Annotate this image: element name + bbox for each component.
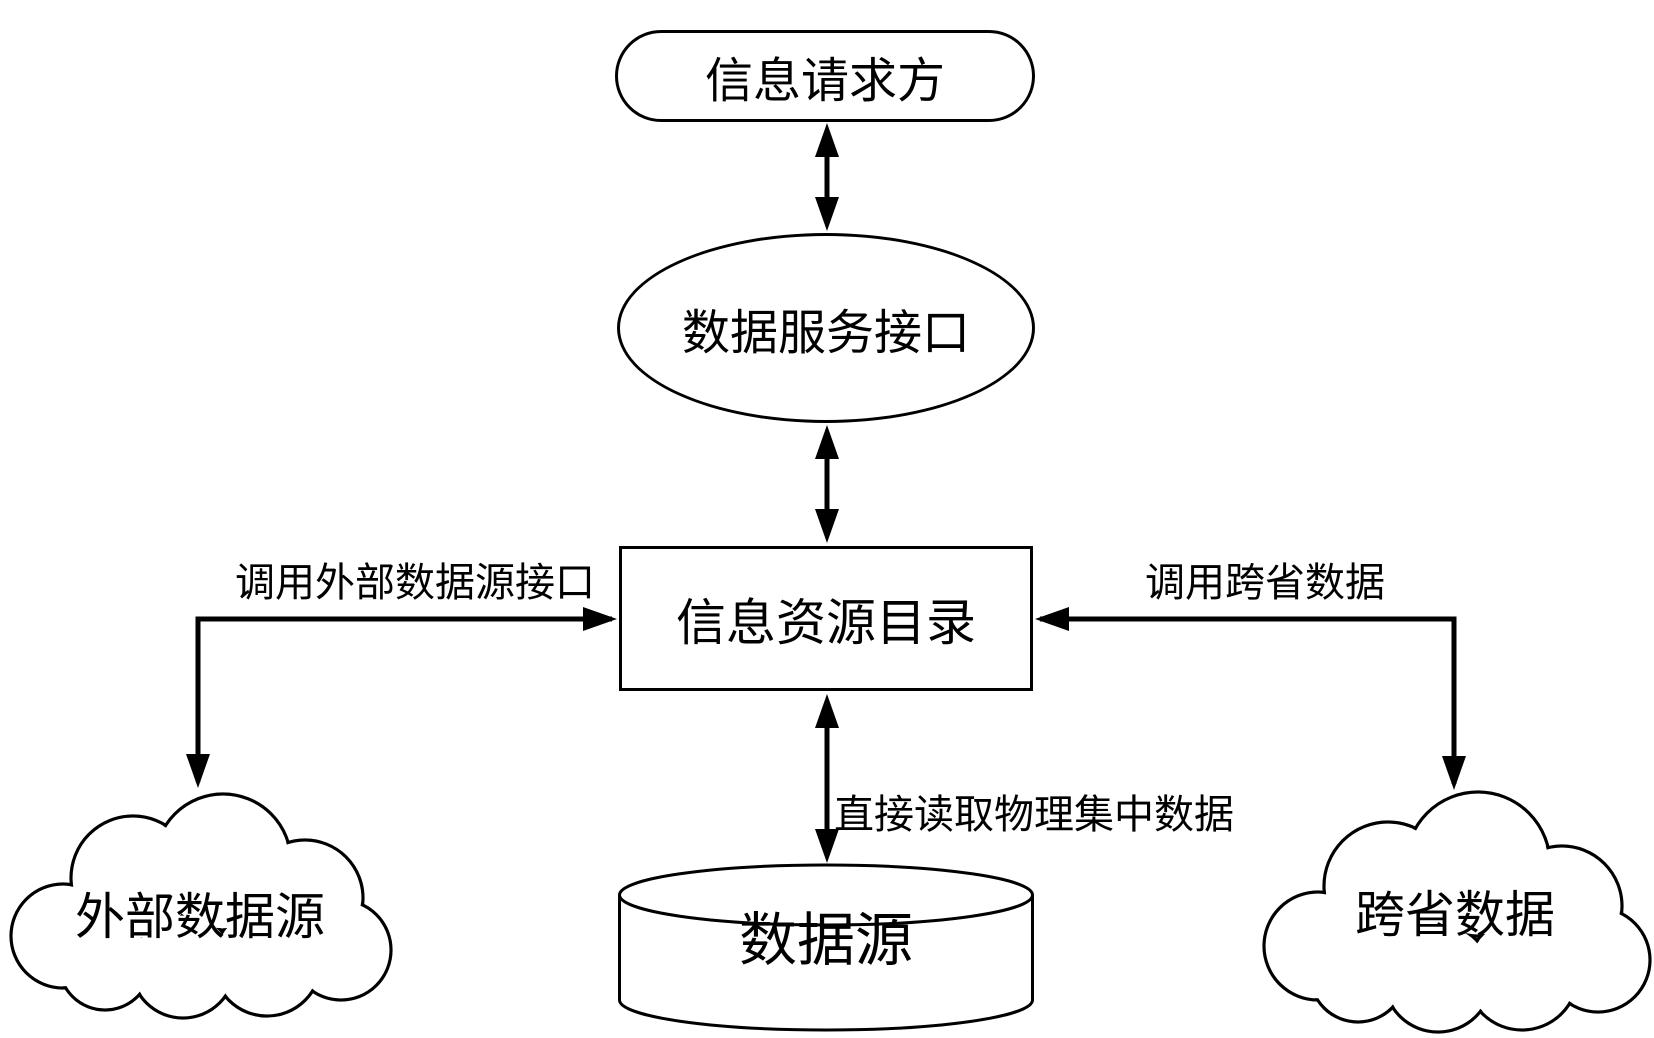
node-data-service-interface: 数据服务接口 xyxy=(617,233,1035,423)
node-external-data-source-label: 外部数据源 xyxy=(75,889,325,945)
cloud-shape-external xyxy=(9,792,393,1020)
cylinder-shape xyxy=(618,863,1034,1032)
node-data-service-interface-label: 数据服务接口 xyxy=(681,307,970,360)
node-info-resource-catalog-label: 信息资源目录 xyxy=(676,594,976,651)
edge-label-call-external: 调用外部数据源接口 xyxy=(235,561,595,605)
node-cross-province-data: 跨省数据 xyxy=(1258,788,1652,1034)
node-external-data-source: 外部数据源 xyxy=(5,806,395,1020)
cloud-shape-cross-province xyxy=(1262,790,1652,1034)
edge-label-call-cross-province: 调用跨省数据 xyxy=(1145,561,1385,605)
node-cross-province-data-label: 跨省数据 xyxy=(1355,887,1555,943)
arrow-requester-interface xyxy=(815,123,839,231)
node-info-resource-catalog: 信息资源目录 xyxy=(619,546,1033,691)
node-data-source-label: 数据源 xyxy=(738,908,913,973)
node-information-requester-label: 信息请求方 xyxy=(704,55,945,108)
node-data-source: 数据源 xyxy=(617,895,1035,975)
arrow-external-elbow xyxy=(186,607,617,788)
node-information-requester: 信息请求方 xyxy=(615,30,1035,122)
arrow-crossprov-elbow xyxy=(1035,607,1466,790)
edge-label-direct-read: 直接读取物理集中数据 xyxy=(834,793,1234,837)
arrow-interface-catalog xyxy=(815,425,839,543)
